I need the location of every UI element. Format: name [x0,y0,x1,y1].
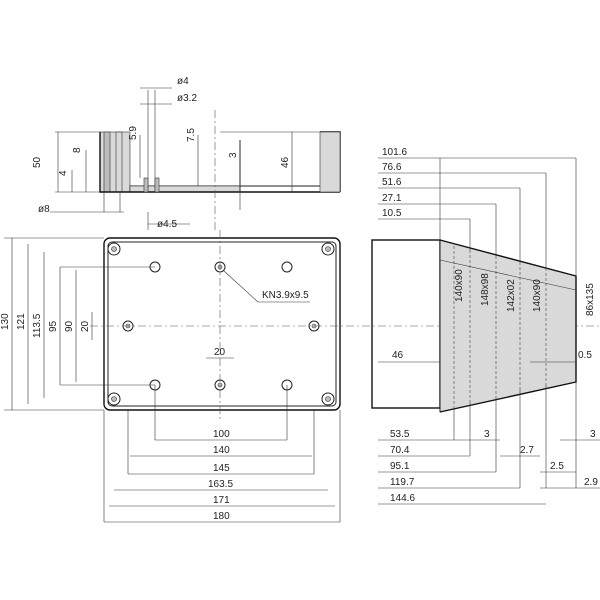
label-r4: 140x90 [532,279,543,312]
boss-b [154,177,160,193]
label-145: 145 [213,463,230,474]
corner-screws [107,242,335,406]
label-121: 121 [16,313,27,330]
label-20h: 20 [214,347,226,358]
label-90: 90 [64,320,75,332]
label-29: 2.9 [584,477,598,488]
label-46s: 46 [392,350,404,361]
label-27: 2.7 [520,445,534,456]
front-inner-outline [107,241,337,407]
corner-screw-bl-core [111,396,117,402]
label-766: 76.6 [382,162,402,173]
boss-a [143,177,149,193]
front-outline [103,237,341,411]
label-1197: 119.7 [390,477,415,488]
mounting-holes [122,261,320,391]
label-3a: 3 [484,429,490,440]
label-25: 2.5 [550,461,564,472]
label-704: 70.4 [390,445,410,456]
label-105: 10.5 [382,208,402,219]
label-535: 53.5 [390,429,410,440]
label-d8: ø8 [38,204,50,215]
label-180: 180 [213,511,230,522]
side-lid [371,239,441,409]
section-wall-hatch [103,131,111,193]
label-3b: 3 [590,429,596,440]
label-95: 95 [48,320,59,332]
label-1016: 101.6 [382,147,407,158]
label-4v: 4 [58,170,69,176]
label-20v: 20 [80,320,91,332]
section-view: ø4 ø3.2 5.9 7.5 3 46 50 4 8 ø8 ø4.5 [32,76,341,230]
label-d32: ø3.2 [177,93,197,104]
label-d45: ø4.5 [157,219,177,230]
front-view: KN3.9x9.5 20 130 121 113.5 95 90 20 [0,230,600,523]
section-outer [99,132,340,193]
label-130: 130 [0,313,11,330]
label-46: 46 [280,156,291,168]
section-right-fill [319,131,341,193]
label-100: 100 [213,429,230,440]
label-r3: 142x02 [506,279,517,312]
corner-screw-tl [107,242,121,256]
label-r5: 86x135 [585,283,596,316]
corner-screw-bl [107,392,121,406]
label-1635: 163.5 [208,479,233,490]
label-1135: 113.5 [32,313,43,338]
corner-screw-tr-core [325,246,331,252]
label-05: 0.5 [578,350,592,361]
label-516: 51.6 [382,177,402,188]
side-inner-top [439,259,577,291]
label-59: 5.9 [128,126,139,140]
corner-screw-tl-core [111,246,117,252]
label-r1: 140x90 [454,269,465,302]
label-271: 27.1 [382,193,402,204]
label-8v: 8 [72,147,83,153]
label-140: 140 [213,445,230,456]
label-75: 7.5 [186,128,197,142]
label-171: 171 [213,495,230,506]
label-1446: 144.6 [390,493,415,504]
screw-leader [223,270,259,303]
label-3: 3 [228,152,239,158]
corner-screw-tr [321,242,335,256]
mount-hole [281,261,293,273]
label-50: 50 [32,156,43,168]
corner-screw-br [321,392,335,406]
corner-screw-br-core [325,396,331,402]
label-screw: KN3.9x9.5 [262,290,309,301]
side-body-outline [439,239,577,413]
label-r2: 148x98 [480,273,491,306]
side-view: 101.6 76.6 51.6 27.1 10.5 140x90 148x98 … [371,147,600,505]
label-951: 95.1 [390,461,410,472]
section-wall-inner [115,131,123,193]
label-d4: ø4 [177,76,189,87]
